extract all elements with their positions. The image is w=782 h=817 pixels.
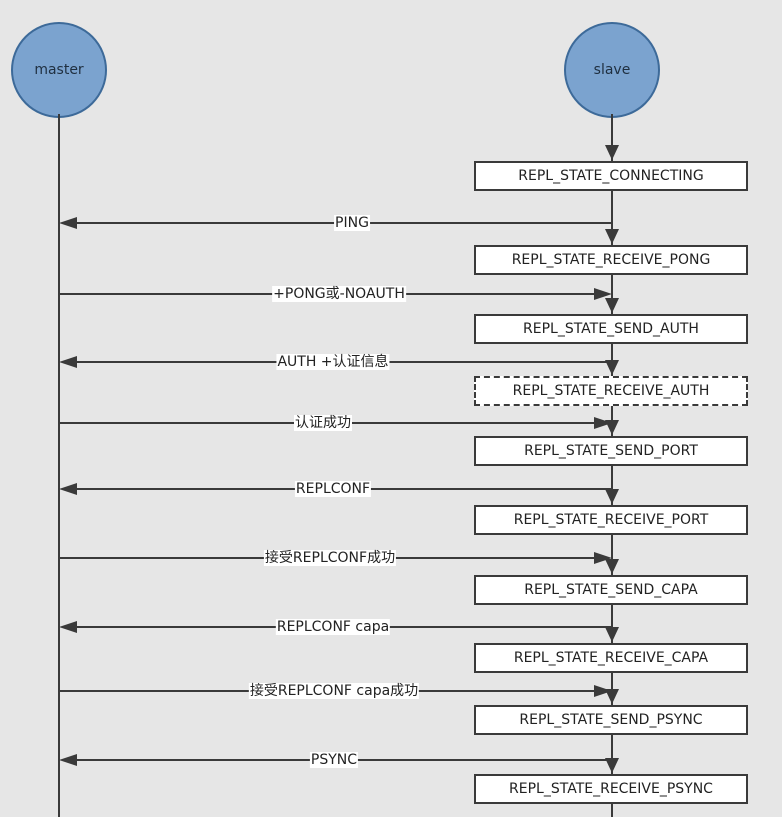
right-arrowhead — [594, 685, 612, 697]
state-box: REPL_STATE_RECEIVE_PSYNC — [474, 774, 748, 804]
state-box: REPL_STATE_SEND_AUTH — [474, 314, 748, 344]
state-box: REPL_STATE_SEND_PORT — [474, 436, 748, 466]
down-arrowhead — [605, 559, 619, 574]
left-arrowhead — [59, 754, 77, 766]
down-arrowhead — [605, 360, 619, 375]
message-label: PSYNC — [309, 752, 359, 768]
message-label: 认证成功 — [294, 415, 352, 431]
down-arrowhead — [605, 229, 619, 244]
left-arrowhead — [59, 621, 77, 633]
state-box: REPL_STATE_SEND_CAPA — [474, 575, 748, 605]
message-label: 接受REPLCONF成功 — [263, 550, 397, 566]
state-box: REPL_STATE_RECEIVE_PONG — [474, 245, 748, 275]
down-arrowhead — [605, 627, 619, 642]
left-arrowhead — [59, 483, 77, 495]
state-box: REPL_STATE_SEND_PSYNC — [474, 705, 748, 735]
master-lifeline-head: master — [11, 22, 107, 118]
down-arrowhead — [605, 420, 619, 435]
right-arrowhead — [594, 552, 612, 564]
message-label: AUTH +认证信息 — [276, 354, 390, 370]
master-lifeline — [58, 114, 60, 817]
right-arrowhead — [594, 288, 612, 300]
left-arrowhead — [59, 217, 77, 229]
slave-label: slave — [593, 62, 631, 78]
down-arrowhead — [605, 145, 619, 160]
right-arrowhead — [594, 417, 612, 429]
state-box: REPL_STATE_RECEIVE_CAPA — [474, 643, 748, 673]
message-label: +PONG或-NOAUTH — [272, 286, 406, 302]
down-arrowhead — [605, 489, 619, 504]
master-label: master — [34, 62, 84, 78]
message-label: REPLCONF — [294, 481, 372, 497]
left-arrowhead — [59, 356, 77, 368]
state-box: REPL_STATE_RECEIVE_AUTH — [474, 376, 748, 406]
message-label: 接受REPLCONF capa成功 — [248, 683, 420, 699]
state-box: REPL_STATE_CONNECTING — [474, 161, 748, 191]
down-arrowhead — [605, 758, 619, 773]
message-label: PING — [334, 215, 370, 231]
message-label: REPLCONF capa — [275, 619, 391, 635]
down-arrowhead — [605, 689, 619, 704]
down-arrowhead — [605, 298, 619, 313]
state-box: REPL_STATE_RECEIVE_PORT — [474, 505, 748, 535]
